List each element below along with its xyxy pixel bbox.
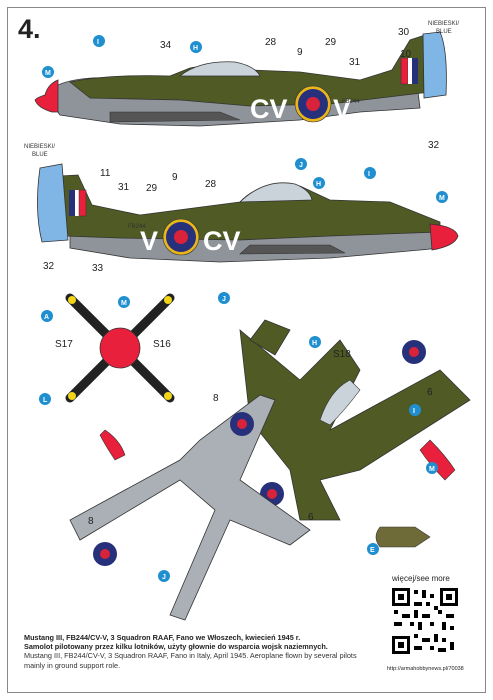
code-v-top: V	[333, 94, 351, 124]
callout-letter-e: E	[370, 547, 375, 554]
code-v-bottom: V	[140, 226, 158, 256]
callout-letter-m-3: M	[121, 300, 127, 307]
serial-top: FB244	[342, 99, 360, 105]
callout-34: 34	[160, 40, 172, 51]
callout-letter-i-2: I	[368, 171, 370, 178]
caption-en-line-2: mainly in ground support role.	[24, 660, 121, 670]
callout-letter-h-1: H	[193, 45, 198, 52]
callout-letter-h-3: H	[312, 340, 317, 347]
callout-letter-a: A	[44, 314, 49, 321]
blue-color-labels: NIEBIESKI/ BLUE NIEBIESKI/ BLUE	[24, 21, 459, 158]
caption-en-line-1: Mustang III, FB244/CV-V, 3 Squadron RAAF…	[24, 651, 357, 661]
callout-letter-m-2: M	[439, 195, 445, 202]
propeller-view	[65, 293, 175, 403]
callout-letter-i-3: I	[413, 408, 415, 415]
callout-8a: 8	[213, 393, 219, 404]
callout-11: 11	[100, 168, 111, 179]
more-url[interactable]: http://armahobbynews.pl/70038	[387, 666, 464, 672]
callout-28a: 28	[265, 37, 277, 48]
callout-30: 30	[398, 27, 410, 38]
profile-right-side: V CV FB244	[37, 163, 459, 263]
callout-s18: S18	[333, 349, 351, 360]
plate-number: 4.	[18, 14, 41, 44]
caption: Mustang III, FB244/CV-V, 3 Squadron RAAF…	[24, 633, 384, 670]
caption-pl-line-1: Mustang III, FB244/CV-V, 3 Squadron RAAF…	[24, 633, 301, 642]
callout-28b: 28	[205, 179, 217, 190]
callout-letter-h-2: H	[316, 181, 321, 188]
callout-6b: 6	[308, 512, 314, 523]
blue-label-en-bottom: BLUE	[32, 152, 48, 158]
callout-9b: 9	[172, 172, 178, 183]
blue-label-pl-bottom: NIEBIESKI/	[24, 144, 55, 150]
code-cv-bottom: CV	[203, 226, 241, 256]
number-callouts: 34 28 9 29 31 30 10 32 11 31 29 9 28 32 …	[43, 27, 440, 527]
see-more-label: więcej/see more	[392, 574, 450, 583]
blue-label-en-top: BLUE	[436, 29, 452, 35]
callout-10: 10	[400, 49, 412, 60]
callout-s17: S17	[55, 339, 73, 350]
bottom-view	[69, 394, 311, 621]
caption-pl-line-2: Samolot pilotowany przez kilku lotników,…	[24, 642, 328, 652]
callout-letter-j-3: J	[162, 574, 166, 581]
serial-bottom: FB244	[128, 224, 146, 230]
callout-letter-m-1: M	[45, 70, 51, 77]
qr-code[interactable]	[390, 586, 460, 656]
callout-6a: 6	[427, 387, 433, 398]
callout-letter-j-1: J	[299, 162, 303, 169]
callout-32a: 32	[428, 140, 440, 151]
callout-29b: 29	[146, 183, 158, 194]
callout-letter-m-4: M	[429, 466, 435, 473]
callout-31a: 31	[349, 57, 361, 68]
callout-letter-i-1: I	[97, 39, 99, 46]
callout-8b: 8	[88, 516, 94, 527]
letter-callouts: I M H J H I M J A M L H I M J E	[39, 35, 448, 582]
callout-letter-l: L	[43, 397, 48, 404]
callout-31b: 31	[118, 182, 130, 193]
callout-9a: 9	[297, 47, 303, 58]
bomb-detail	[375, 526, 431, 548]
blue-label-pl-top: NIEBIESKI/	[428, 21, 459, 27]
profile-left-side: CV V FB244	[34, 31, 447, 127]
callout-32b: 32	[43, 261, 55, 272]
callout-s16: S16	[153, 339, 171, 350]
top-view	[239, 319, 471, 521]
callout-letter-j-2: J	[222, 296, 226, 303]
code-cv-top: CV	[250, 94, 288, 124]
callout-33: 33	[92, 263, 104, 274]
callout-29a: 29	[325, 37, 337, 48]
